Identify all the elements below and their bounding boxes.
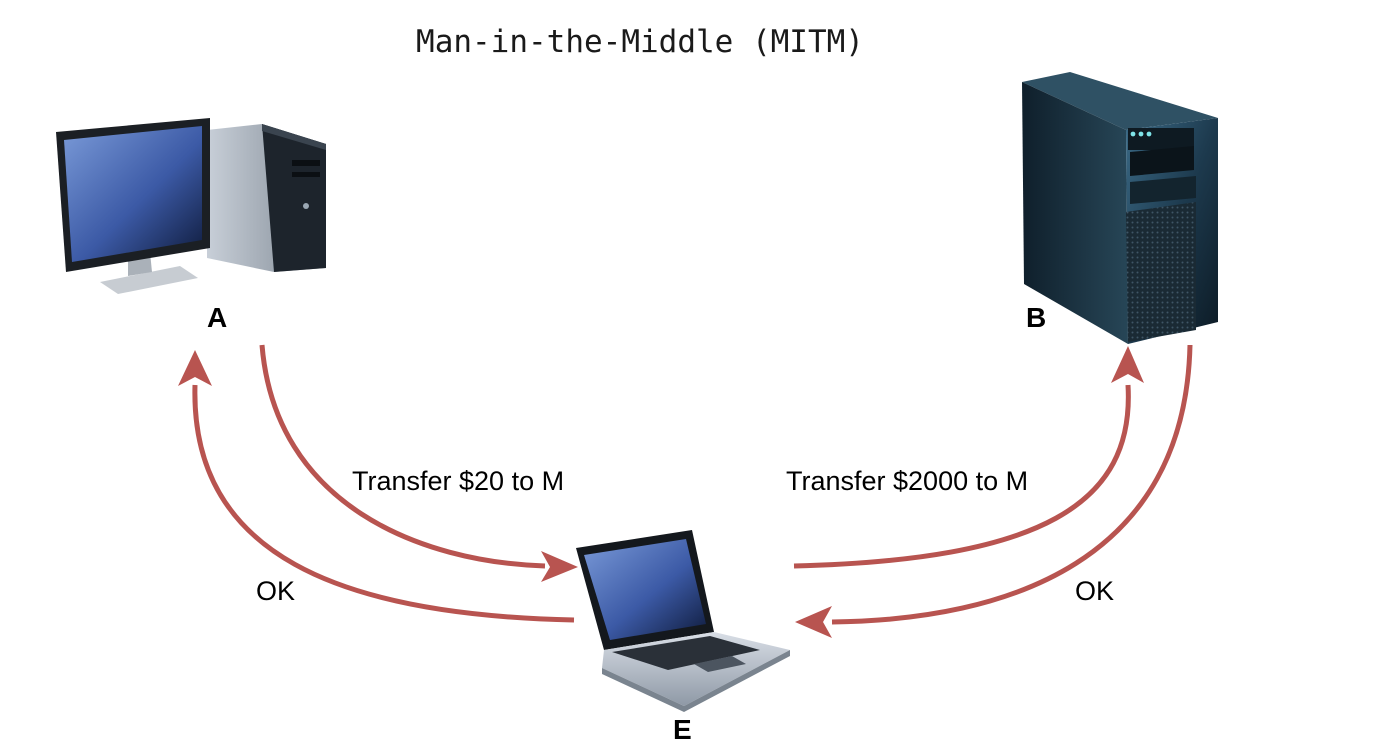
node-label-e: E (673, 714, 692, 745)
desktop-computer-icon (56, 118, 326, 294)
server-tower-icon (1022, 72, 1218, 344)
edge-label-a-to-e: Transfer $20 to M (352, 466, 565, 496)
node-label-b: B (1026, 302, 1047, 333)
arrow-b-to-e (831, 344, 1193, 625)
diagram-title: Man-in-the-Middle (MITM) (416, 24, 864, 60)
arrow-e-to-b (793, 384, 1131, 569)
edge-label-e-to-a: OK (256, 576, 296, 606)
arrow-e-to-a (192, 384, 575, 623)
arrowhead-b-to-e (795, 606, 832, 638)
arrowhead-e-to-a (178, 350, 212, 386)
arrowhead-a-to-e (541, 551, 578, 582)
node-label-a: A (207, 302, 228, 333)
arrowhead-e-to-b (1111, 346, 1144, 383)
laptop-icon (576, 530, 790, 712)
edge-label-b-to-e: OK (1075, 576, 1115, 606)
edge-label-e-to-b: Transfer $2000 to M (786, 466, 1029, 496)
arrow-a-to-e (259, 344, 546, 569)
